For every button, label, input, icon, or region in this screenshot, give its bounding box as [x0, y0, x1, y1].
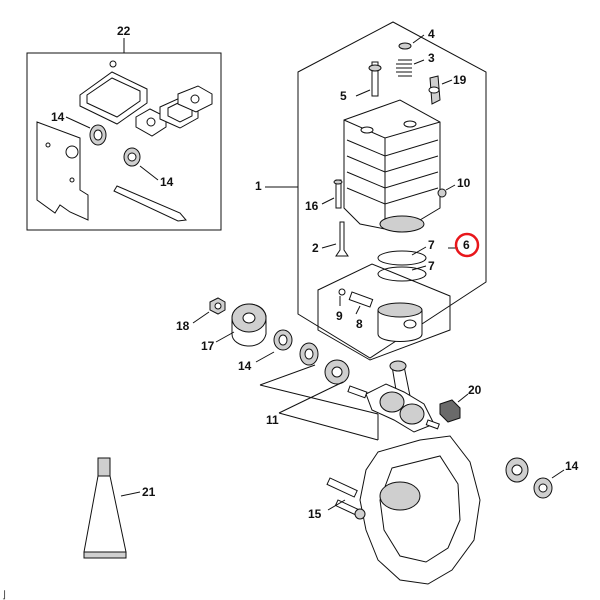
- assembly-tool-part: [113, 185, 187, 222]
- callout-9: 9: [336, 309, 343, 323]
- piston-clip-part: [338, 288, 346, 296]
- gasket-small-a: [135, 108, 167, 137]
- cylinder-frame: [297, 21, 487, 359]
- callout-17: 17: [201, 339, 215, 353]
- gasket-top-part: [79, 71, 148, 125]
- gasket-small-c: [177, 85, 213, 113]
- callout-2: 2: [312, 241, 319, 255]
- gasket-kit-group: 22 14 14: [26, 24, 222, 231]
- piston-pin-part: [348, 291, 374, 308]
- clutch-group: 18 17 14 11 20: [176, 297, 482, 441]
- callout-10: 10: [457, 176, 471, 190]
- piston-ring-lower: [377, 266, 427, 282]
- valve-part: [335, 221, 349, 257]
- grease-tube-part: [83, 475, 127, 553]
- bracket-part: [439, 399, 461, 423]
- callout-18: 18: [176, 319, 190, 333]
- callout-8: 8: [356, 317, 363, 331]
- callout-14-c: 14: [238, 359, 252, 373]
- mount-stud-part: [326, 477, 358, 498]
- stud-part: [371, 61, 379, 97]
- callout-7-b: 7: [428, 259, 435, 273]
- callout-16: 16: [305, 199, 319, 213]
- callout-15: 15: [308, 507, 322, 521]
- cylinder-group: 4 3 5 19 16 10 2 1 7 7: [255, 21, 487, 361]
- gasket-base-part: [36, 121, 89, 221]
- crankcase-group: 15 14: [308, 435, 579, 585]
- valve-cap-part: [398, 42, 412, 50]
- callout-14-d: 14: [565, 459, 579, 473]
- callout-20: 20: [468, 383, 482, 397]
- piston-frame: [317, 263, 451, 361]
- grease-tube-group: 21: [83, 457, 156, 559]
- callout-22: 22: [117, 24, 131, 38]
- callout-14-b: 14: [160, 175, 174, 189]
- valve-spring-part: [396, 59, 412, 77]
- footer-mark: ⌋: [2, 590, 6, 600]
- callout-7-a: 7: [428, 238, 435, 252]
- piston-ring-upper: [377, 250, 427, 266]
- cylinder-part: [343, 99, 441, 233]
- callout-3: 3: [428, 51, 435, 65]
- piston-part: [377, 309, 423, 342]
- callout-6: 6: [463, 238, 470, 252]
- tube-cap-part: [97, 457, 111, 477]
- washer-part: [437, 188, 447, 198]
- callout-14-a: 14: [51, 110, 65, 124]
- callout-11: 11: [266, 413, 279, 427]
- crankcase-part: [359, 435, 481, 585]
- callout-19: 19: [453, 73, 467, 87]
- callout-5: 5: [340, 89, 347, 103]
- callout-4: 4: [428, 27, 435, 41]
- callout-21: 21: [142, 485, 156, 499]
- callout-6-highlight-ring: [454, 232, 480, 258]
- callout-1: 1: [255, 179, 262, 193]
